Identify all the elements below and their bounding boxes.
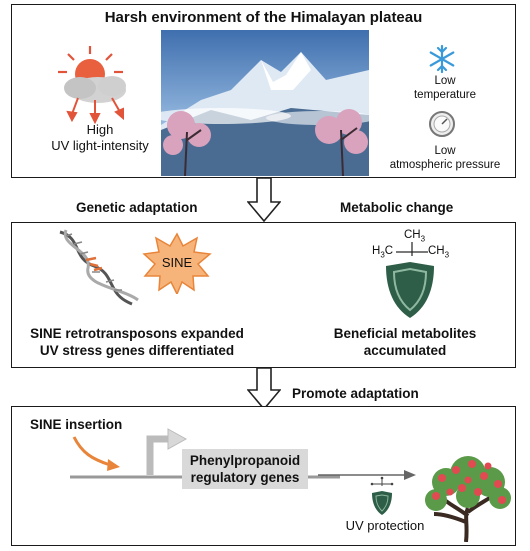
left-result-line1: SINE retrotransposons expanded: [30, 326, 244, 341]
uv-protection-label: UV protection: [345, 518, 425, 533]
down-arrow-2: [247, 368, 281, 410]
regulatory-genes-box: [182, 449, 308, 489]
molecule-ch3-right: CH3: [428, 245, 450, 260]
sine-burst-icon: [142, 232, 212, 294]
molecule-ch3-top: CH3: [404, 229, 426, 244]
low-temp-line1: Low: [434, 75, 456, 87]
dna-helix-icon: [59, 229, 139, 306]
molecule-h3c-left: H3C: [372, 245, 394, 260]
gene-box-line1: Phenylpropanoid: [189, 453, 301, 468]
promote-adaptation-label: Promote adaptation: [292, 386, 419, 401]
down-arrow-1: [247, 178, 281, 222]
shield-icon: [386, 262, 434, 318]
small-shield-icon: [372, 491, 392, 515]
small-molecule-icon: [370, 476, 394, 486]
uv-label-line2: UV light-intensity: [51, 138, 149, 153]
genetic-adaptation-label: Genetic adaptation: [76, 200, 198, 215]
metabolic-change-label: Metabolic change: [340, 200, 454, 215]
right-result-line1: Beneficial metabolites: [333, 326, 477, 341]
middle-panel: [11, 222, 516, 368]
uv-label-line1: High: [86, 122, 114, 137]
low-pressure-line2: atmospheric pressure: [389, 159, 501, 171]
low-pressure-line1: Low: [434, 145, 456, 157]
right-arrow: [318, 470, 416, 480]
gene-box-line2: regulatory genes: [190, 470, 300, 485]
sun-cloud-icon: [58, 46, 126, 124]
pressure-gauge-icon: [429, 111, 455, 137]
himalayan-landscape-image: [161, 30, 369, 176]
top-title: Harsh environment of the Himalayan plate…: [104, 9, 423, 26]
right-result-line2: accumulated: [363, 343, 447, 358]
snowflake-icon: [429, 44, 455, 74]
left-result-line2: UV stress genes differentiated: [39, 343, 235, 358]
low-temp-line2: temperature: [413, 89, 476, 101]
apple-tree-icon: [425, 456, 511, 542]
molecule-bonds: [396, 242, 428, 256]
sine-badge-label: SINE: [161, 255, 193, 270]
sine-insertion-label: SINE insertion: [30, 417, 123, 432]
